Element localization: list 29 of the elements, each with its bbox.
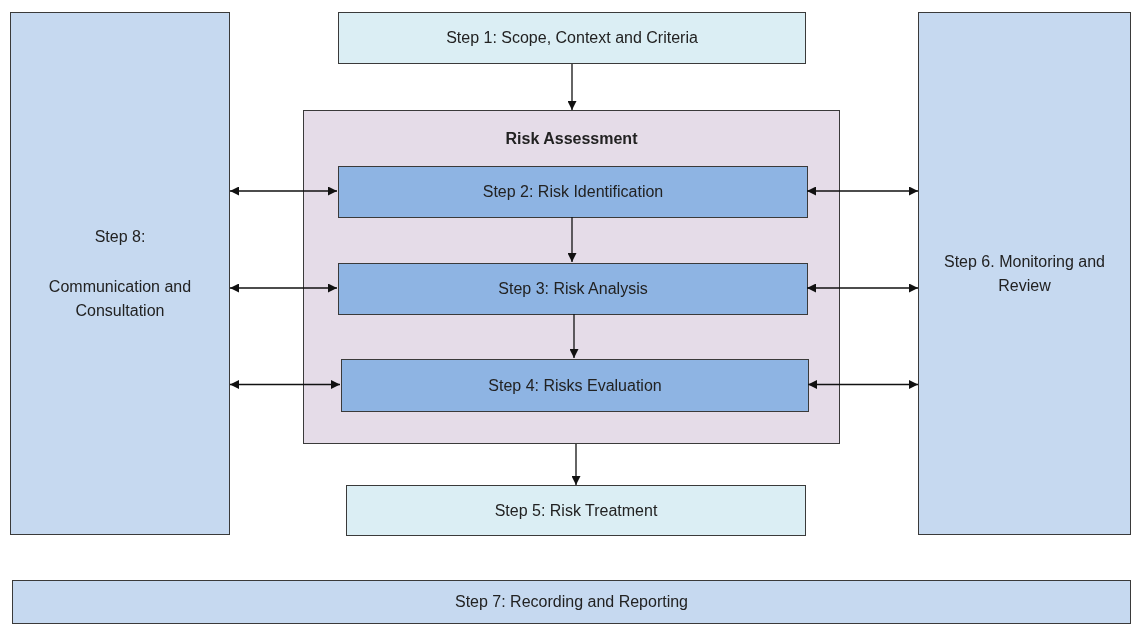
- arrow: [806, 186, 919, 196]
- process-box: [918, 12, 1131, 535]
- arrow: [229, 283, 338, 293]
- box-label: Step 8:: [94, 226, 146, 247]
- process-box: [10, 12, 230, 535]
- arrow: [229, 380, 341, 389]
- box-label: Step 5: Risk Treatment: [494, 500, 658, 521]
- box-label: Step 1: Scope, Context and Criteria: [446, 28, 698, 48]
- process-box: [341, 359, 809, 412]
- arrow: [806, 283, 919, 293]
- process-box: [338, 166, 808, 218]
- arrow: [807, 380, 919, 389]
- box-label: Communication and Consultation: [47, 276, 193, 321]
- group-box: [303, 110, 840, 444]
- box-label: Step 7: Recording and Reporting: [454, 592, 688, 612]
- arrow: [567, 216, 577, 263]
- group-title: Risk Assessment: [505, 129, 638, 149]
- arrow: [569, 313, 579, 359]
- arrow: [567, 63, 577, 111]
- process-box: [338, 12, 806, 64]
- box-label: Step 2: Risk Identification: [482, 182, 664, 202]
- process-box: [338, 263, 808, 315]
- box-label: Step 6. Monitoring and Review: [943, 251, 1106, 296]
- arrow: [229, 186, 338, 196]
- box-label: Step 3: Risk Analysis: [498, 279, 648, 299]
- process-box: [12, 580, 1131, 624]
- arrow: [571, 443, 581, 486]
- process-box: [346, 485, 806, 536]
- box-label: Step 4: Risks Evaluation: [488, 375, 662, 396]
